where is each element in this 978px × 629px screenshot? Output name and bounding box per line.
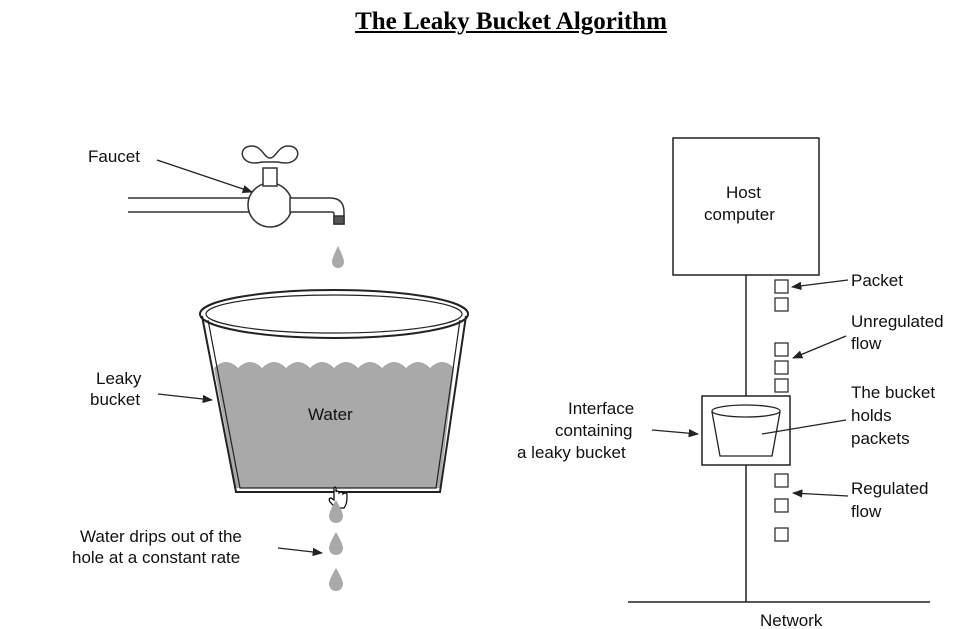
network-label: Network	[760, 611, 823, 629]
water-drop-top	[332, 246, 344, 268]
faucet-label: Faucet	[88, 147, 140, 166]
bucket-holds-label-line3: packets	[851, 429, 910, 448]
leaky-bucket	[199, 289, 469, 493]
packet	[774, 342, 789, 357]
packet	[774, 279, 789, 294]
interface-label-line3: a leaky bucket	[517, 443, 626, 462]
water-drop-3	[329, 568, 343, 591]
bucket-holds-label-line1: The bucket	[851, 383, 935, 402]
drip-label-line2: hole at a constant rate	[72, 548, 240, 567]
drip-arrow	[277, 547, 324, 557]
page-title: The Leaky Bucket Algorithm	[355, 8, 667, 35]
interface-arrow	[651, 429, 700, 438]
bucket-holds-arrow	[761, 419, 847, 435]
regulated-arrow	[791, 489, 849, 498]
faucet-group	[128, 145, 345, 228]
faucet-body	[247, 182, 293, 228]
bucket-rim	[199, 289, 469, 339]
hand-pointer-icon	[328, 486, 348, 509]
water-drop-1	[329, 500, 343, 523]
unregulated-arrow	[792, 335, 847, 359]
packet	[774, 378, 789, 393]
packets-unregulated	[774, 279, 789, 393]
interface-label-line2: containing	[555, 421, 633, 440]
faucet-handle	[241, 145, 299, 164]
interface-label-line1: Interface	[568, 399, 634, 418]
bucket-label-line2: bucket	[90, 390, 140, 409]
packets-regulated	[774, 473, 789, 542]
host-label-line2: computer	[704, 205, 775, 224]
packet	[774, 498, 789, 513]
packet-label: Packet	[851, 271, 903, 290]
host-computer	[672, 137, 820, 276]
mini-bucket-icon	[711, 411, 781, 457]
drip-label-line1: Water drips out of the	[80, 527, 242, 546]
packet	[774, 527, 789, 542]
regulated-label-line1: Regulated	[851, 479, 929, 498]
unregulated-label-line2: flow	[851, 334, 882, 353]
host-label-line1: Host	[726, 183, 761, 202]
bucket-holds-label-line2: holds	[851, 406, 892, 425]
faucet-arrow	[156, 159, 253, 193]
bucket-label-line1: Leaky	[96, 369, 142, 388]
packet	[774, 473, 789, 488]
bucket-arrow	[157, 393, 214, 404]
water-drop-2	[329, 532, 343, 555]
packet-arrow	[790, 279, 849, 290]
regulated-label-line2: flow	[851, 502, 882, 521]
unregulated-label-line1: Unregulated	[851, 312, 944, 331]
interface-box	[701, 395, 791, 466]
water-label: Water	[308, 405, 353, 424]
faucet-stem	[262, 167, 278, 187]
water-fill	[214, 362, 454, 488]
faucet-pipe	[128, 197, 256, 213]
packet	[774, 297, 789, 312]
packet	[774, 360, 789, 375]
